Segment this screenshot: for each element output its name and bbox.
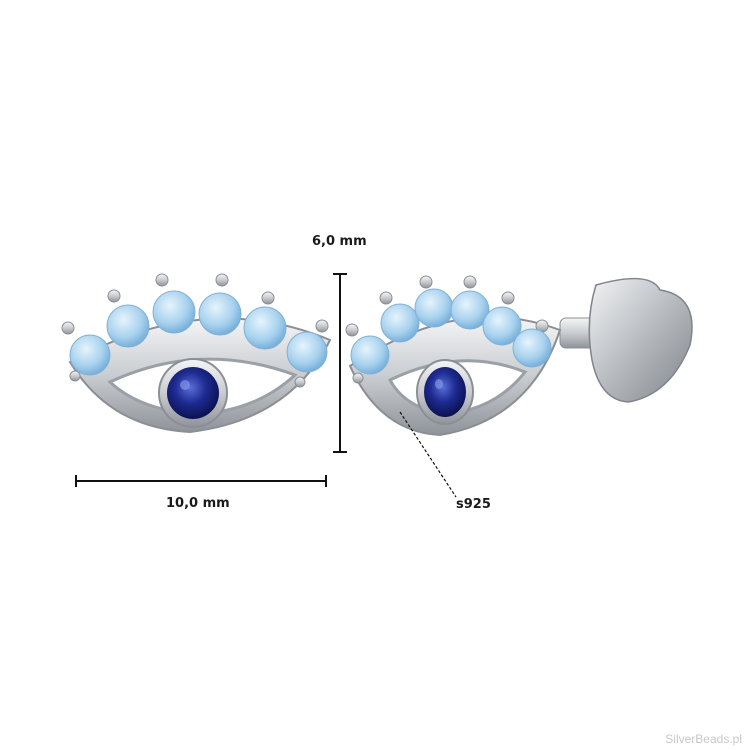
watermark: SilverBeads.pl — [665, 732, 742, 746]
material-label: s925 — [456, 497, 491, 512]
height-dimension-line — [333, 273, 347, 453]
material-leader-line — [399, 411, 457, 498]
width-dimension-line — [75, 475, 327, 487]
earring-front-view — [61, 273, 332, 434]
earring-side-view — [345, 275, 693, 437]
height-label: 6,0 mm — [312, 234, 367, 249]
width-label: 10,0 mm — [166, 496, 230, 511]
